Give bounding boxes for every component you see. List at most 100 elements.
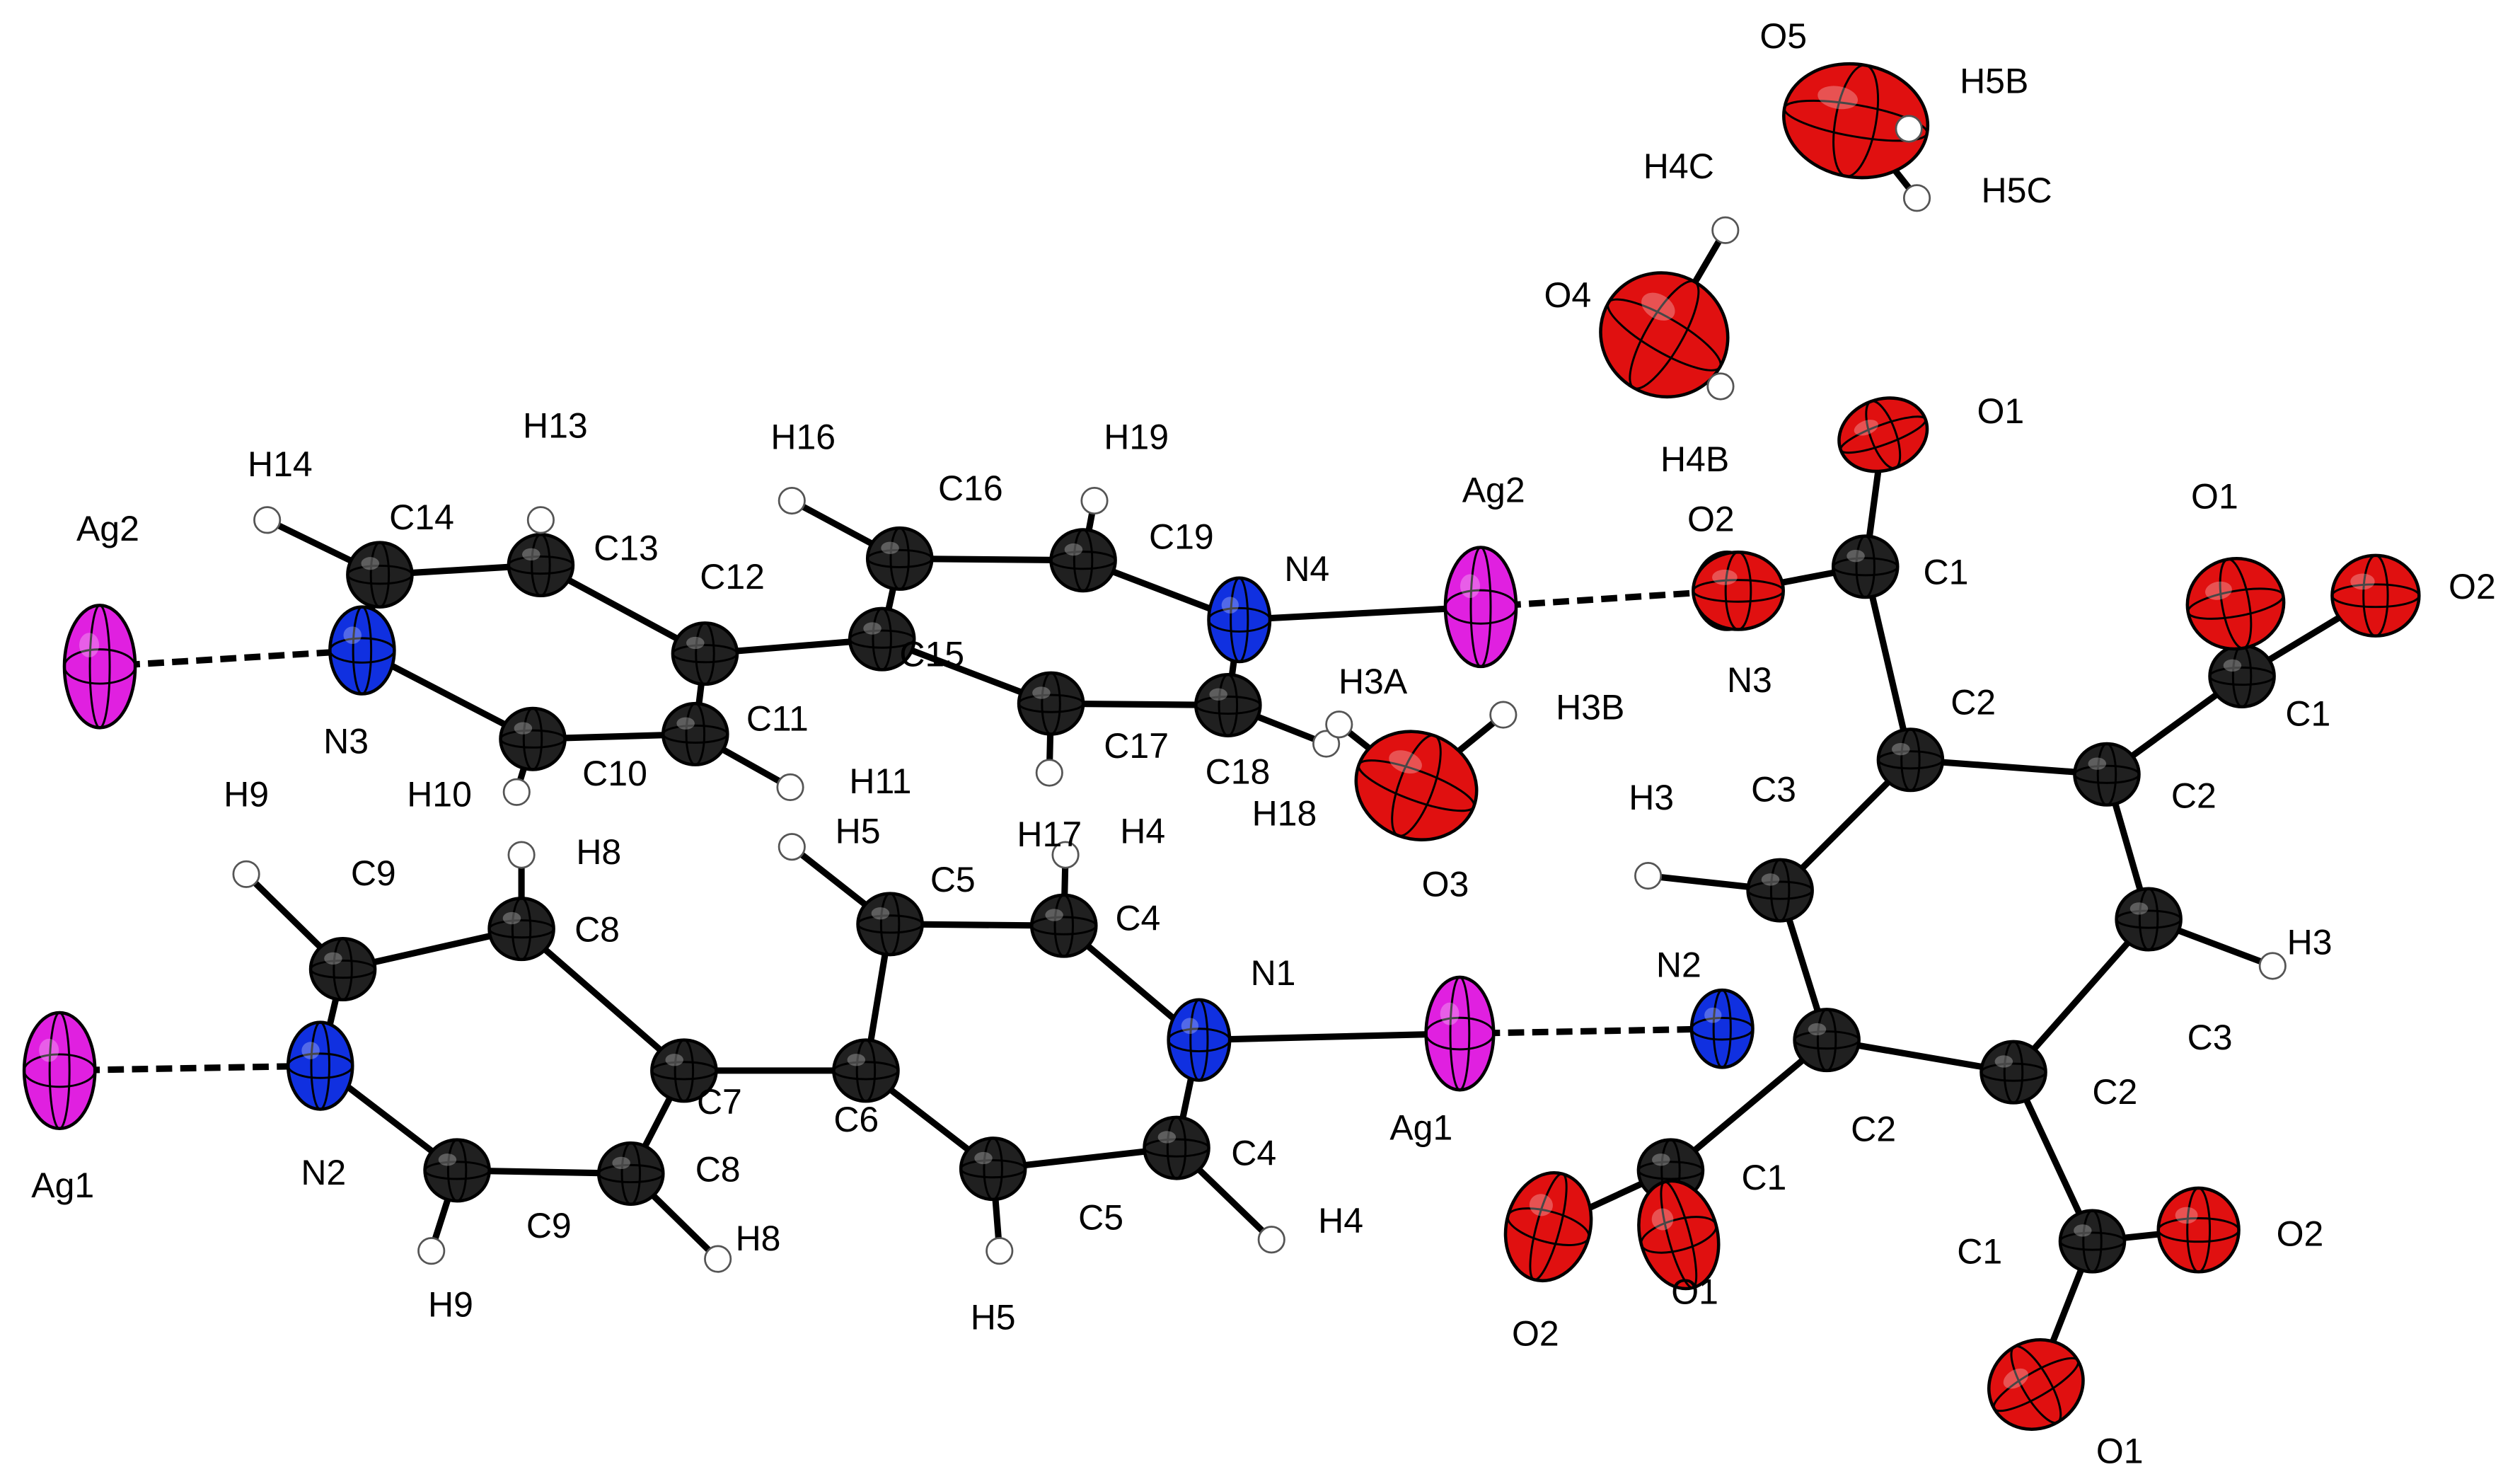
ellipsoid-axis	[1391, 734, 1442, 837]
atom-label-c5a: C5	[930, 860, 976, 899]
ellipsoid	[1049, 528, 1117, 593]
atom-h17	[1035, 759, 1063, 787]
atom-label-c1a: C1	[1924, 552, 1969, 592]
ellipsoid	[1443, 546, 1518, 669]
ellipsoid-axis	[2059, 1231, 2126, 1251]
atom-label-h11: H11	[849, 761, 911, 801]
ellipsoid-axis	[1690, 1016, 1754, 1041]
atom-ag2_left	[62, 604, 137, 730]
atom-label-h5c: H5C	[1982, 171, 2052, 210]
ellipsoid	[346, 541, 414, 609]
ellipsoid	[487, 897, 555, 962]
atom-h14	[253, 506, 282, 534]
ellipsoid-axis	[1506, 1207, 1590, 1246]
ellipsoid-highlight	[1854, 420, 1878, 436]
ellipsoid-axis	[1769, 858, 1791, 922]
ellipsoid	[671, 621, 739, 686]
ellipsoid-axis	[832, 1061, 899, 1081]
atom-label-ag1_left: Ag1	[31, 1166, 94, 1205]
atom-c8b	[597, 1141, 665, 1206]
atom-label-h16: H16	[770, 417, 836, 456]
bond-n1-ag1_mid	[1196, 1030, 1463, 1044]
atom-o2b	[2330, 553, 2421, 638]
atom-label-c17: C17	[1104, 726, 1169, 766]
atom-c4a	[1030, 893, 1098, 958]
hydrogen-sphere	[232, 860, 260, 888]
ellipsoid-axis	[328, 637, 395, 664]
atom-n3_left	[328, 605, 396, 696]
atom-c10	[499, 706, 567, 771]
ellipsoid-highlight	[324, 952, 342, 965]
ellipsoid-highlight	[2204, 581, 2232, 600]
hydrogen-sphere	[1711, 216, 1740, 244]
atom-label-c1d: C1	[1957, 1231, 2002, 1271]
atoms-layer	[22, 62, 2421, 1431]
ellipsoid-highlight	[1209, 688, 1227, 701]
hydrogen-sphere	[507, 841, 536, 869]
ellipsoid-axis	[620, 1141, 642, 1206]
ellipsoid-axis	[2138, 887, 2159, 951]
ellipsoid-axis	[424, 1161, 491, 1180]
ellipsoid-highlight	[522, 548, 541, 561]
ellipsoid-axis	[63, 648, 137, 685]
ellipsoid-axis	[1167, 1028, 1231, 1053]
hydrogen-sphere	[986, 1237, 1014, 1265]
atom-label-h13: H13	[523, 405, 588, 445]
atom-c13	[507, 533, 575, 598]
ellipsoid-axis	[1218, 673, 1239, 737]
ellipsoid	[1194, 672, 1262, 737]
ellipsoid-axis	[889, 526, 910, 591]
ellipsoid-axis	[23, 1053, 96, 1088]
ellipsoid-highlight	[686, 636, 705, 650]
hydrogen-sphere	[778, 833, 806, 861]
atom-label-c18: C18	[1206, 752, 1271, 791]
ellipsoid-axis	[1816, 1008, 1837, 1072]
atom-o3	[1354, 730, 1479, 841]
atom-c18	[1194, 672, 1262, 737]
ellipsoid-axis	[2115, 909, 2183, 929]
ellipsoid-axis	[1832, 557, 1899, 577]
atom-label-h18: H18	[1252, 794, 1317, 834]
ellipsoid-axis	[488, 919, 555, 939]
atom-label-o2c: O2	[1512, 1313, 1559, 1353]
ellipsoid	[1207, 576, 1272, 664]
ellipsoid-axis	[1637, 1161, 1704, 1180]
atom-label-h3_left: H3	[1629, 778, 1674, 817]
atom-label-c2c: C2	[2092, 1072, 2137, 1112]
ellipsoid-axis	[1839, 415, 1927, 454]
ellipsoid-axis	[446, 1139, 468, 1202]
ellipsoid-axis	[1041, 672, 1061, 735]
atom-h5c	[1902, 184, 1931, 212]
ellipsoid-highlight	[2003, 1368, 2029, 1389]
ellipsoid-highlight	[2223, 659, 2242, 672]
atom-label-c8a: C8	[574, 909, 620, 949]
ellipsoid-axis	[1166, 1116, 1187, 1180]
atom-label-h9b: H9	[428, 1285, 473, 1325]
atom-c19	[1049, 528, 1117, 593]
ellipsoid-axis	[1469, 546, 1492, 668]
atom-c1d	[2058, 1209, 2127, 1274]
ellipsoid-highlight	[2129, 902, 2149, 915]
atom-label-h4b: H4	[1318, 1201, 1363, 1241]
hydrogen-sphere	[1035, 759, 1063, 787]
atom-label-c1b: C1	[2285, 694, 2330, 734]
ellipsoid-axis	[685, 702, 706, 766]
atom-label-o3: O3	[1422, 865, 1469, 904]
atom-label-h4b_w: H4B	[1660, 439, 1729, 479]
atom-c11	[661, 701, 729, 766]
atom-o4	[1599, 271, 1730, 399]
atom-ag2_mid	[1443, 546, 1518, 669]
ellipsoid	[1689, 988, 1755, 1069]
atom-label-n3_left: N3	[323, 721, 369, 761]
atom-h5b_w	[1895, 115, 1923, 143]
atom-n2_left	[286, 1020, 354, 1111]
atom-label-h9a: H9	[224, 774, 269, 814]
atom-label-h10: H10	[407, 774, 472, 814]
ellipsoid-highlight	[1440, 1002, 1460, 1025]
ellipsoid-axis	[866, 548, 933, 569]
hydrogen-sphere	[704, 1245, 732, 1273]
ellipsoid-highlight	[881, 541, 899, 554]
atom-label-c3a: C3	[1751, 770, 1796, 810]
atom-h19	[1080, 486, 1109, 515]
ellipsoid	[1017, 671, 1085, 736]
